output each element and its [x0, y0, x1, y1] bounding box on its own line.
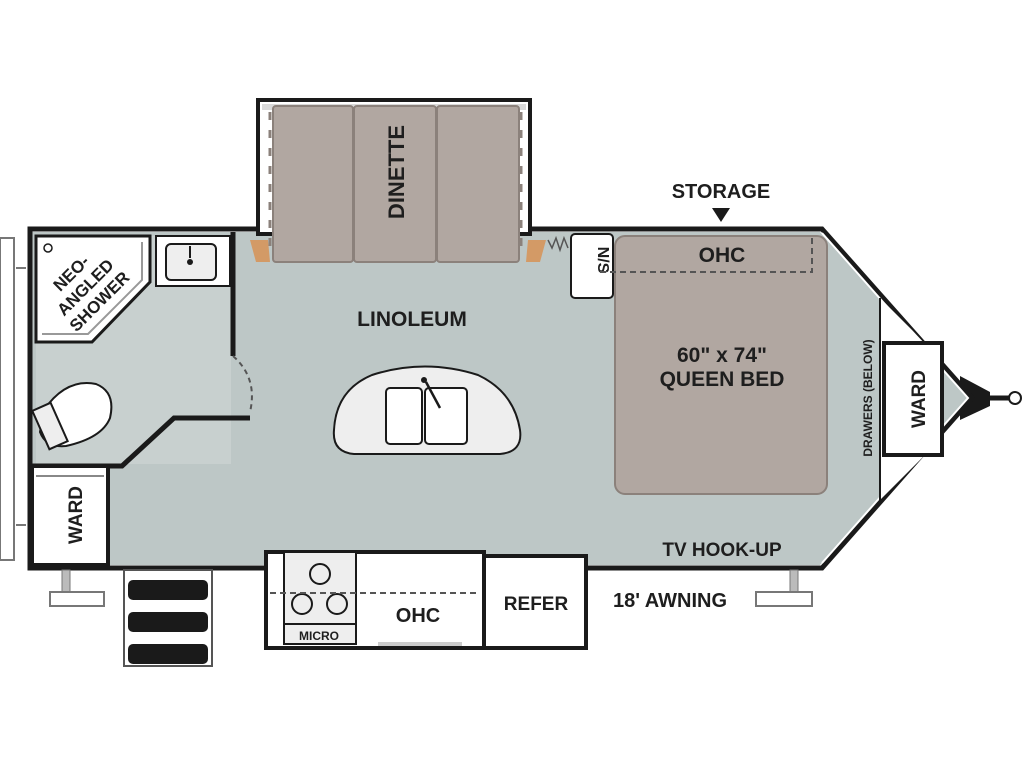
linoleum-label: LINOLEUM	[357, 308, 467, 331]
rear-ward-label: WARD	[66, 486, 87, 544]
bed-name-label: QUEEN BED	[660, 368, 785, 391]
drawers-label: DRAWERS (BELOW)	[861, 339, 875, 456]
dinette-label: DINETTE	[384, 125, 409, 219]
neo-angled-shower	[34, 234, 152, 344]
kitchen-island	[332, 365, 522, 455]
queen-bed	[600, 235, 828, 495]
micro-label: MICRO	[299, 629, 339, 643]
tv-hookup-label: TV HOOK-UP	[662, 540, 782, 561]
storage-arrow	[712, 208, 730, 222]
entry-steps	[123, 569, 213, 667]
nightstand: N/S	[547, 233, 614, 299]
storage-label: STORAGE	[672, 181, 771, 203]
front-ward-label: WARD	[909, 370, 930, 428]
dinette-slideout	[250, 98, 546, 263]
front-jack	[755, 569, 813, 607]
bed-size-label: 60" x 74"	[677, 344, 767, 367]
awning-label: 18' AWNING	[613, 590, 727, 612]
bathroom-sink	[155, 235, 231, 287]
rear-wardrobe: WARD	[30, 464, 110, 567]
toilet	[31, 382, 113, 451]
front-wardrobe: WARD	[879, 298, 944, 500]
bedroom-ohc-label: OHC	[699, 244, 746, 267]
kitchen-galley	[264, 550, 486, 650]
rear-jack	[49, 569, 105, 607]
kitchen-ohc-label: OHC	[396, 605, 440, 627]
nightstand-label: N/S	[594, 247, 611, 274]
refrigerator	[482, 554, 588, 650]
refer-label: REFER	[504, 594, 569, 615]
